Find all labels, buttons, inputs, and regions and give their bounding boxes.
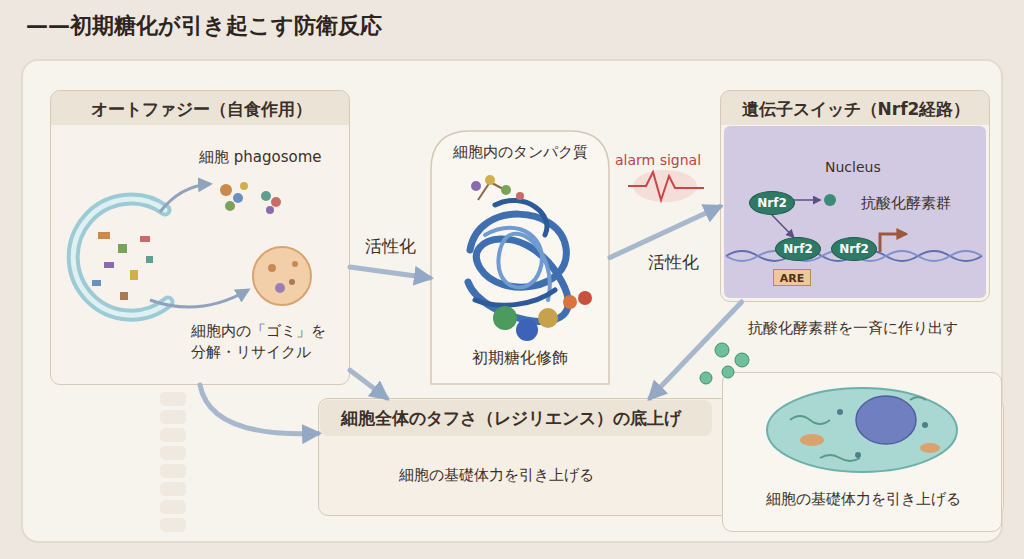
node-heading-wrap: ARE [774, 269, 810, 286]
panel-box: オートファジー（自食作用） 細胞 phagosome 細胞内の「ゴミ」を 分解・リサ… [50, 90, 350, 385]
dna [726, 251, 982, 261]
node-text-wrap: 抗酸化酵素群 [861, 193, 986, 214]
note-label: 抗酸化酵素群を一斉に作り出す [748, 319, 958, 337]
node-heading: Nrf2 [757, 196, 787, 210]
node-heading-wrap: オートファジー（自食作用） [51, 98, 351, 120]
nrf2-oval: Nrf2 [775, 237, 821, 261]
spine-decor [160, 392, 186, 532]
node-heading-wrap: Nrf2 [750, 194, 794, 212]
nucleus [724, 126, 986, 298]
are-tag: ARE [773, 269, 811, 286]
main-panel [22, 60, 1002, 542]
edge-label-wrap: 活性化 [361, 235, 420, 257]
enzyme-dots [700, 343, 749, 384]
node-text-wrap: 細胞の基礎体力を引き上げる [399, 465, 659, 486]
node-text: 細胞 phagosome [199, 148, 322, 166]
node-heading: Nrf2 [839, 242, 869, 256]
debris-cluster [220, 182, 281, 214]
flow-arrow [350, 370, 387, 398]
flow-arrow [200, 385, 318, 434]
panel-box: 遺伝子スイッチ（Nrf2経路）Nucleus抗酸化酵素群Nrf2Nrf2Nrf2… [720, 90, 990, 302]
node-text-wrap: 細胞内の「ゴミ」を 分解・リサイクル [191, 321, 333, 362]
dna [726, 251, 982, 261]
node-heading: 細胞の基礎体力を引き上げる [766, 490, 961, 508]
node-text-wrap: Nucleus [825, 157, 915, 176]
heading-strip [320, 400, 712, 436]
alarm-pulse [628, 172, 704, 200]
edge-label: 活性化 [365, 236, 416, 256]
arch-shape [430, 130, 610, 385]
edge-label: 活性化 [648, 252, 699, 272]
node-heading: 遺伝子スイッチ（Nrf2経路） [742, 99, 971, 119]
flow-arrow [350, 267, 430, 278]
arch-outline [431, 131, 609, 384]
flow-arrow [772, 215, 793, 237]
nrf2-oval: Nrf2 [831, 237, 877, 261]
note-label-wrap: alarm signal [615, 150, 725, 169]
alarm-glow [633, 170, 697, 202]
node-heading-wrap: Nrf2 [832, 240, 876, 258]
panel-box: 細胞の基礎体力を引き上げる [722, 372, 1002, 532]
node-heading: 細胞全体のタフさ（レジリエンス）の底上げ [341, 408, 681, 428]
node-text: Nucleus [825, 159, 881, 175]
protein [468, 200, 568, 321]
node-heading: オートファジー（自食作用） [91, 99, 312, 119]
title: ——初期糖化が引き起こす防衛反応 [26, 13, 382, 38]
node-heading: ARE [780, 272, 805, 285]
node-text: 抗酸化酵素群 [861, 194, 951, 212]
glycation-marks [471, 175, 592, 341]
arch-panel: 細胞内のタンパク質初期糖化修飾 [430, 130, 610, 385]
transcription-arrow [880, 234, 906, 252]
flow-arrow [650, 302, 742, 398]
node-heading-wrap: 遺伝子スイッチ（Nrf2経路） [721, 98, 991, 120]
node-heading: 細胞内のタンパク質 [453, 143, 588, 161]
cell [767, 388, 957, 472]
node-heading-wrap: 細胞内のタンパク質 [430, 142, 610, 163]
flow-arrow [150, 290, 248, 307]
node-heading-wrap: Nrf2 [776, 240, 820, 258]
note-label-wrap: 抗酸化酵素群を一斉に作り出す [748, 318, 996, 339]
flow-arrow [160, 184, 210, 212]
molecule [824, 194, 836, 206]
node-text-wrap: 初期糖化修飾 [430, 348, 610, 369]
node-heading-wrap: 細胞全体のタフさ（レジリエンス）の底上げ [341, 407, 741, 429]
node-text: 細胞内の「ゴミ」を 分解・リサイクル [191, 322, 326, 361]
flow-arrow [610, 207, 720, 258]
node-heading: Nrf2 [783, 242, 813, 256]
nrf2-oval: Nrf2 [749, 191, 795, 215]
node-heading-wrap: 細胞の基礎体力を引き上げる [723, 489, 1003, 510]
node-text: 初期糖化修飾 [472, 348, 568, 367]
title-wrap: ——初期糖化が引き起こす防衛反応 [26, 12, 726, 41]
move-arrow [792, 199, 820, 201]
note-label: alarm signal [615, 152, 701, 168]
lysosome [253, 247, 311, 305]
edge-label-wrap: 活性化 [644, 251, 703, 273]
phagosome [73, 199, 168, 315]
node-text-wrap: 細胞 phagosome [199, 147, 349, 168]
node-text: 細胞の基礎体力を引き上げる [399, 466, 594, 484]
